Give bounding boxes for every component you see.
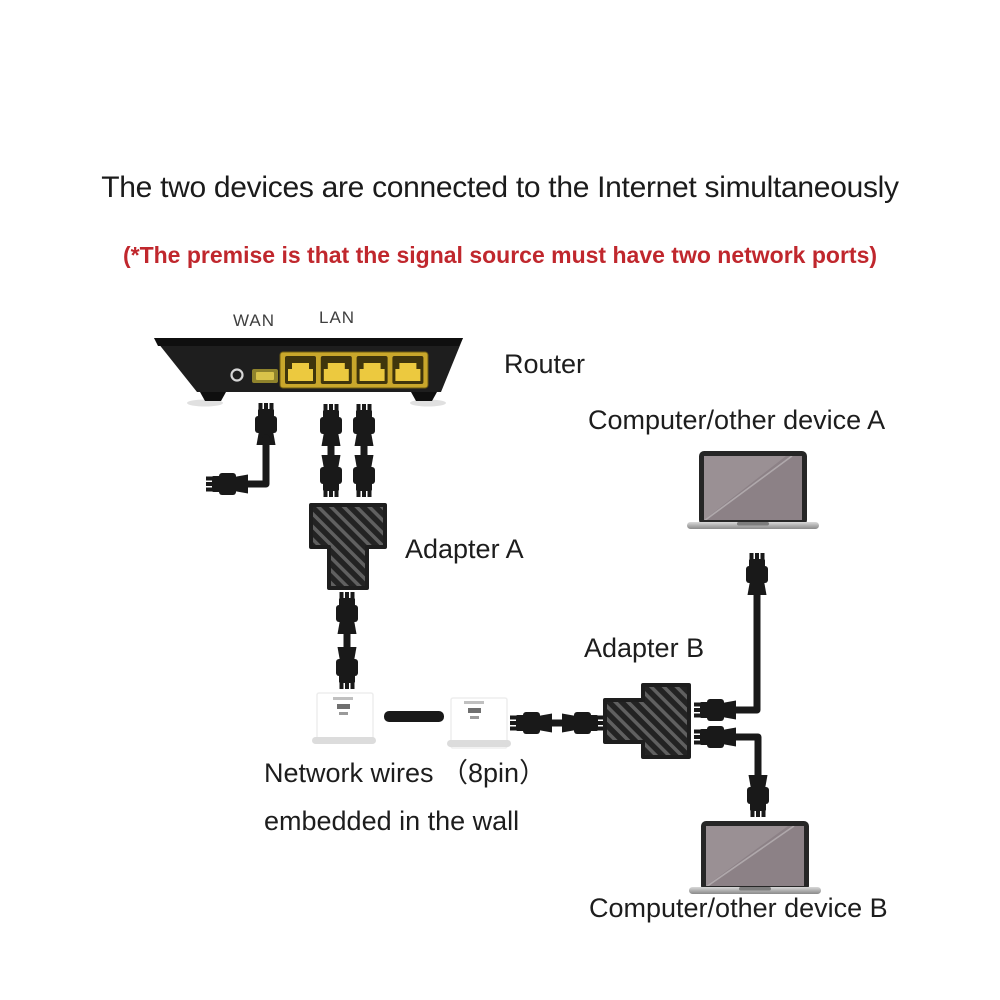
adapter-b-to-device-b-cable bbox=[694, 726, 769, 817]
router-shadow bbox=[410, 399, 446, 407]
page-title: The two devices are connected to the Int… bbox=[101, 171, 899, 204]
lan-port bbox=[288, 363, 313, 381]
rj45-plug-down bbox=[320, 455, 342, 497]
adapter-a-patch-cable bbox=[336, 592, 358, 689]
router-shadow bbox=[187, 399, 223, 407]
plate-shadow bbox=[312, 737, 376, 744]
jack-mark bbox=[464, 701, 484, 704]
screen-reflection bbox=[706, 826, 795, 886]
laptop-screen bbox=[706, 826, 804, 886]
router-graphic bbox=[154, 338, 463, 407]
adapter-a-graphic bbox=[309, 503, 387, 590]
lan-patch-cable-1 bbox=[320, 404, 342, 497]
laptop-base-notch bbox=[739, 887, 771, 891]
adapter-a-label: Adapter A bbox=[405, 534, 524, 564]
adapter-b-graphic bbox=[603, 683, 691, 759]
plate-face bbox=[316, 692, 374, 744]
rj45-plug-up bbox=[353, 404, 375, 446]
jack-mark bbox=[339, 712, 348, 715]
rj45-plug-down bbox=[747, 775, 769, 817]
rj45-plug-down bbox=[336, 647, 358, 689]
router-label: Router bbox=[504, 349, 586, 379]
wall-wires-caption-line1: Network wires （8pin） bbox=[264, 758, 547, 788]
wall-plate-2 bbox=[447, 697, 511, 749]
rj45-plug-up bbox=[336, 592, 358, 634]
router-top-edge bbox=[154, 338, 463, 346]
plate-face bbox=[450, 697, 508, 749]
rj45-plug-right bbox=[562, 712, 604, 734]
cable-segment bbox=[327, 442, 335, 460]
wall-wires-caption-line2: embedded in the wall bbox=[264, 806, 520, 836]
lan-port bbox=[359, 363, 385, 381]
cable-segment bbox=[360, 442, 368, 460]
adapter-b-label: Adapter B bbox=[584, 633, 705, 663]
adapter-b-body bbox=[603, 683, 691, 759]
rj45-plug-down bbox=[353, 455, 375, 497]
cable-segment bbox=[343, 630, 351, 652]
screen-reflection bbox=[704, 456, 793, 520]
rj45-plug-up bbox=[320, 404, 342, 446]
laptop-screen bbox=[704, 456, 802, 520]
device-b-label: Computer/other device B bbox=[589, 893, 888, 923]
rj45-plug-left bbox=[206, 473, 248, 495]
laptop-base-notch bbox=[737, 522, 769, 526]
rj45-plug-up bbox=[746, 553, 768, 595]
laptop-b-graphic bbox=[689, 821, 821, 894]
cable-elbow bbox=[728, 733, 762, 780]
cable-segment bbox=[548, 719, 566, 727]
wan-label: WAN bbox=[233, 311, 276, 330]
lan-port bbox=[395, 363, 421, 381]
lan-patch-cable-2 bbox=[353, 404, 375, 497]
wan-cable bbox=[206, 403, 277, 495]
device-a-label: Computer/other device A bbox=[588, 405, 886, 435]
router-foot bbox=[411, 392, 437, 401]
jack-mark bbox=[470, 716, 479, 719]
jack-mark bbox=[333, 697, 353, 700]
cable-elbow bbox=[240, 434, 270, 488]
page-subtitle: (*The premise is that the signal source … bbox=[122, 242, 878, 268]
wall-to-adapter-b-cable bbox=[510, 712, 604, 734]
jack-mark bbox=[337, 704, 350, 709]
laptop-a-graphic bbox=[687, 451, 819, 529]
lan-port-block bbox=[279, 351, 429, 389]
lan-port bbox=[323, 363, 349, 381]
cable-elbow bbox=[728, 590, 761, 714]
in-wall-wire bbox=[384, 711, 444, 722]
lan-ports bbox=[285, 356, 424, 384]
rj45-plug-left bbox=[510, 712, 552, 734]
router-foot bbox=[200, 392, 226, 401]
lan-label: LAN bbox=[319, 308, 356, 327]
adapter-a-body bbox=[309, 503, 387, 590]
power-button bbox=[230, 368, 244, 382]
wall-plate-1 bbox=[312, 692, 376, 744]
jack-mark bbox=[468, 708, 481, 713]
adapter-b-to-device-a-cable bbox=[694, 553, 768, 721]
wan-port-inner bbox=[256, 372, 274, 380]
plate-shadow bbox=[447, 740, 511, 747]
